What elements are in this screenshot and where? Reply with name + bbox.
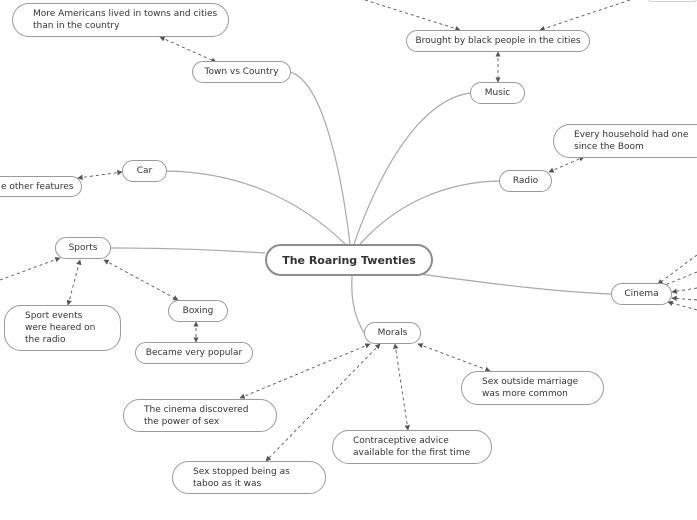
connector-morals-sex-outside [417,343,491,372]
note-cinema-sex-text: The cinema discovered the power of sex [144,404,249,427]
branch-line-morals [351,275,365,334]
central-topic-label: The Roaring Twenties [282,253,416,267]
connector-cinema-offscreen-2 [659,271,697,288]
note-radio-household-text: Every household had one since the Boom [574,130,689,152]
branch-town-vs-country-label: Town vs Country [204,67,279,77]
branch-line-town [289,71,351,245]
note-car-features-text: e other features [1,181,74,192]
connector-morals-contraceptive [393,343,410,431]
note-black-people[interactable]: Brought by black people in the cities [406,30,590,52]
note-radio-household[interactable]: Every household had one since the Boom [553,124,697,158]
branch-line-car [165,170,346,245]
branch-sports[interactable]: Sports [55,237,111,259]
connector-cinema-offscreen-4 [671,295,697,302]
note-boxing-popular[interactable]: Became very popular [135,342,253,364]
note-towns-and-cities-text: More Americans lived in towns and cities… [33,9,218,31]
note-black-people-text: Brought by black people in the cities [415,36,581,46]
branch-car-label: Car [136,166,153,176]
branch-morals[interactable]: Morals [364,322,421,344]
branch-line-cinema [419,273,612,295]
note-car-features[interactable]: e other features [0,176,82,197]
note-boxing-popular-text: Became very popular [145,348,243,358]
connector-offscreen-1 [364,0,461,32]
branch-car[interactable]: Car [122,160,167,182]
note-towns-and-cities[interactable]: More Americans lived in towns and cities… [12,3,229,37]
connector-morals-cinema [239,343,371,399]
note-cinema-sex[interactable]: The cinema discovered the power of sex [123,399,277,432]
connector-sports-boxing [103,259,179,301]
branch-line-radio [359,180,500,245]
branch-radio[interactable]: Radio [499,170,552,192]
note-sport-events-text: Sport events were heared on the radio [25,311,96,345]
central-topic[interactable]: The Roaring Twenties [265,244,433,276]
note-sport-events[interactable]: Sport events were heared on the radio [4,305,121,351]
branch-music[interactable]: Music [470,82,525,104]
note-contraceptive-text: Contraceptive advice available for the f… [353,436,471,458]
connector-cinema-offscreen-1 [657,254,697,285]
branch-sports-label: Sports [68,243,98,253]
connector-car-note [77,169,123,181]
connector-cinema-offscreen-3 [671,287,697,294]
branch-town-vs-country[interactable]: Town vs Country [192,61,291,83]
connector-offscreen-2 [539,0,631,32]
note-contraceptive[interactable]: Contraceptive advice available for the f… [332,430,492,464]
note-sex-taboo-text: Sex stopped being as taboo as it was [193,466,290,489]
branch-line-sports [110,247,266,254]
branch-line-music [353,92,471,245]
note-sex-outside-marriage-text: Sex outside marriage was more common [482,377,579,399]
note-sex-outside-marriage[interactable]: Sex outside marriage was more common [461,371,604,405]
connector-sports-offscreen [0,257,61,281]
branch-cinema-label: Cinema [624,289,659,299]
note-sex-taboo[interactable]: Sex stopped being as taboo as it was [172,461,326,494]
branch-morals-label: Morals [377,328,408,338]
branch-music-label: Music [484,88,511,98]
connector-town-note [159,36,217,63]
branch-boxing[interactable]: Boxing [168,300,228,322]
connector-sports-events [66,259,82,306]
branch-boxing-label: Boxing [182,306,214,316]
offscreen-node-edge [648,0,697,2]
connector-radio-note [548,156,585,173]
branch-cinema[interactable]: Cinema [611,283,672,305]
connector-cinema-offscreen-5 [667,300,697,311]
branch-radio-label: Radio [512,176,539,186]
